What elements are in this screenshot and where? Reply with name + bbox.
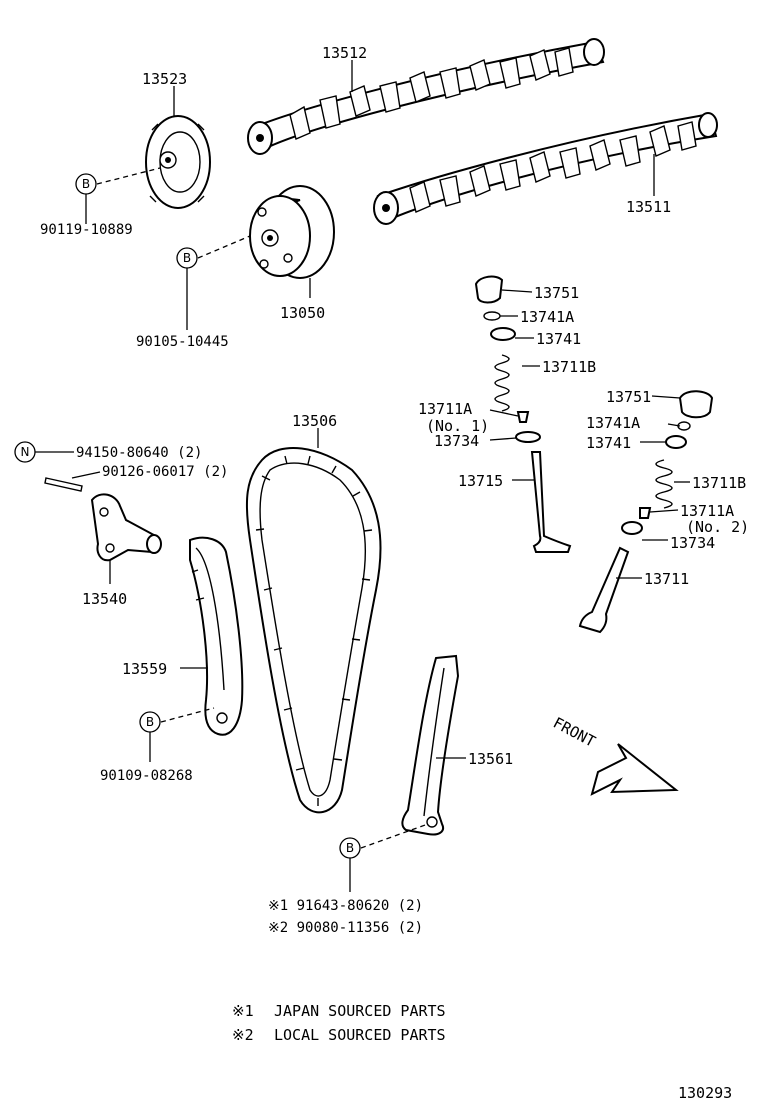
dash-90109 xyxy=(160,707,215,723)
chain-slipper-13559 xyxy=(189,536,244,736)
leader-13711Ab xyxy=(649,509,679,513)
note-2-text: LOCAL SOURCED PARTS xyxy=(274,1026,446,1044)
chain-guide-13561 xyxy=(401,654,460,836)
front-label: FRONT xyxy=(550,714,598,751)
leader-13751a xyxy=(501,289,533,293)
valve-group-2 xyxy=(578,390,714,634)
label-13511: 13511 xyxy=(626,198,671,216)
svg-text:B: B xyxy=(146,715,154,729)
label-13734a: 13734 xyxy=(434,432,479,450)
svg-text:B: B xyxy=(183,251,191,265)
label-91643: ※1 91643-80620 (2) xyxy=(268,898,423,914)
figure-id: 130293 xyxy=(678,1084,732,1102)
leader-13711Aa xyxy=(489,409,519,417)
vvt-gear-13050 xyxy=(249,185,335,279)
label-13561: 13561 xyxy=(468,750,513,768)
leader-13751b xyxy=(651,395,681,399)
svg-text:B: B xyxy=(346,841,354,855)
leader-13734a xyxy=(489,437,517,441)
label-90109: 90109-08268 xyxy=(100,768,193,784)
label-13506: 13506 xyxy=(292,412,337,430)
label-90105: 90105-10445 xyxy=(136,334,229,350)
label-13512: 13512 xyxy=(322,44,367,62)
valve-group-1 xyxy=(474,275,572,553)
cam-sprocket-13523 xyxy=(145,115,211,209)
label-13711Bb: 13711B xyxy=(692,474,746,492)
note-1-mark: ※1 xyxy=(232,1002,254,1020)
camshaft-13511 xyxy=(373,112,718,225)
label-13523: 13523 xyxy=(142,70,187,88)
label-13741Ab: 13741A xyxy=(586,414,640,432)
svg-text:B: B xyxy=(82,177,90,191)
label-13751b: 13751 xyxy=(606,388,651,406)
dash-90105 xyxy=(197,235,251,259)
leader-90126 xyxy=(71,471,101,479)
label-13559: 13559 xyxy=(122,660,167,678)
label-94150: 94150-80640 (2) xyxy=(76,445,202,461)
label-13711Ab: 13711A xyxy=(680,502,734,520)
label-13711Aa: 13711A xyxy=(418,400,472,418)
camshaft-13512 xyxy=(247,38,605,155)
label-13734b: 13734 xyxy=(670,534,715,552)
dash-91643 xyxy=(360,823,429,849)
tensioner-bolts xyxy=(44,477,83,492)
label-13741b: 13741 xyxy=(586,434,631,452)
label-13540: 13540 xyxy=(82,590,127,608)
note-2-mark: ※2 xyxy=(232,1026,254,1044)
label-13715: 13715 xyxy=(458,472,503,490)
label-13711: 13711 xyxy=(644,570,689,588)
label-13050: 13050 xyxy=(280,304,325,322)
label-13711Ba: 13711B xyxy=(542,358,596,376)
label-13711Ab-sub: (No. 2) xyxy=(686,518,749,536)
front-arrow-icon: FRONT xyxy=(550,714,679,796)
timing-chain-13506 xyxy=(245,447,382,814)
note-1-text: JAPAN SOURCED PARTS xyxy=(274,1002,446,1020)
label-13741a: 13741 xyxy=(536,330,581,348)
label-13741Aa: 13741A xyxy=(520,308,574,326)
dash-90119 xyxy=(96,167,161,185)
leader-13741Ab xyxy=(667,423,681,427)
label-13751a: 13751 xyxy=(534,284,579,302)
svg-text:N: N xyxy=(21,445,30,459)
chain-tensioner-13540 xyxy=(90,493,162,562)
label-90119: 90119-10889 xyxy=(40,222,133,238)
label-13711Aa-sub: (No. 1) xyxy=(426,417,489,435)
label-90126: 90126-06017 (2) xyxy=(102,464,228,480)
label-90080: ※2 90080-11356 (2) xyxy=(268,920,423,936)
